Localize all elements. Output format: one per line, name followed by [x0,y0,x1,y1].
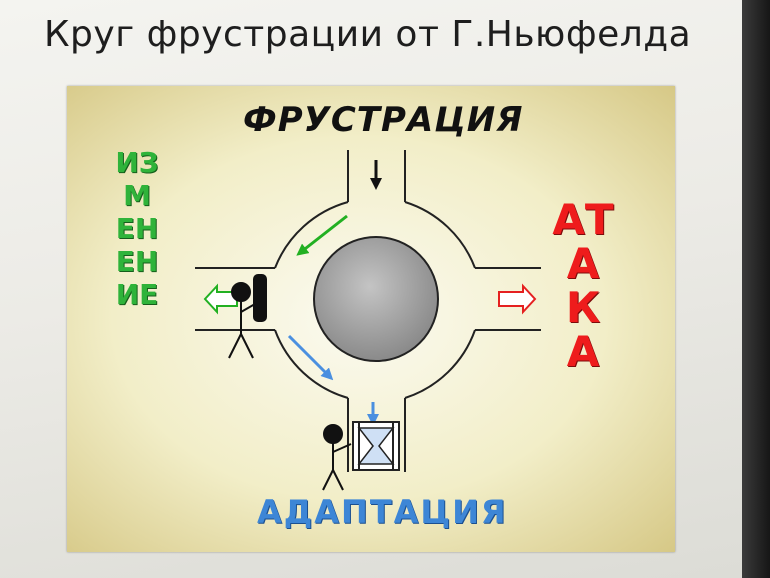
frustration-circle-diagram: ФРУСТРАЦИЯ ИЗМЕНЕНИЕ АТАКА АДАПТАЦИЯ [67,86,675,552]
red-exit-arrow-icon [498,283,537,315]
stick-figure-icon [228,282,256,359]
frustration-label: ФРУСТРАЦИЯ [243,100,524,140]
hourglass-icon [352,421,400,471]
slide-screen: Круг фрустрации от Г.Ньюфелда [0,0,742,578]
green-exit-arrow-icon [203,283,238,315]
green-curved-arrow-icon [296,214,348,256]
adaptation-label: АДАПТАЦИЯ [257,493,508,531]
road-outline [195,150,541,472]
roundabout-graphic [195,150,541,491]
change-label: ИЗМЕНЕНИЕ [115,146,159,311]
barrier-icon [253,274,267,322]
slide-title: Круг фрустрации от Г.Ньюфелда [44,14,692,55]
roundabout-hub [313,236,439,362]
monitor-bezel [742,0,770,578]
attack-label: АТАКА [552,195,614,376]
stick-figure-icon [322,424,352,491]
blue-curved-arrow-icon [287,334,334,381]
